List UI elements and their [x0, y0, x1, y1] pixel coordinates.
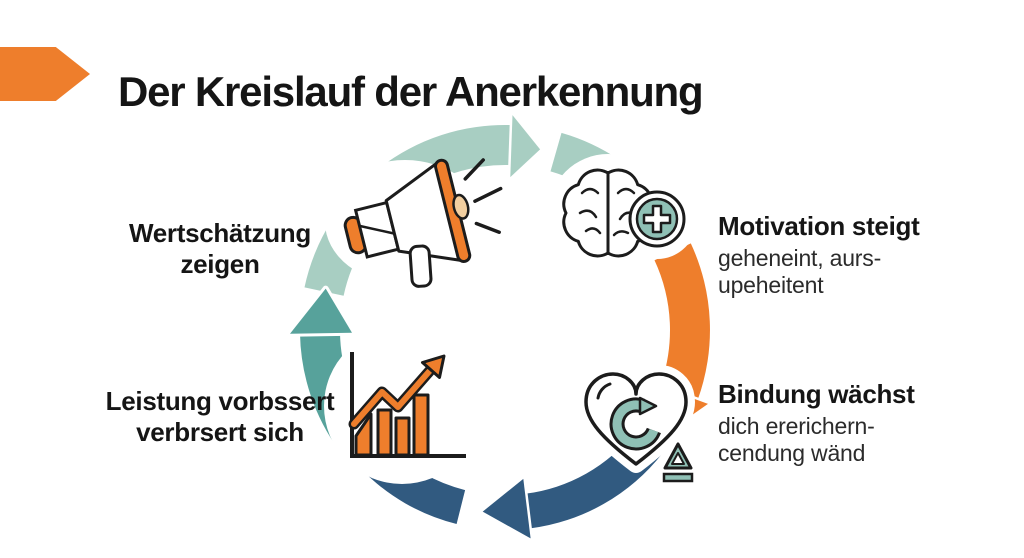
megaphone-icon: [325, 158, 503, 288]
trend-arrow: [348, 354, 446, 430]
heart-refresh-icon: [577, 365, 695, 483]
step-label-motivation: Motivation steigt geheneint, aurs- upehe…: [718, 211, 1008, 300]
page-title: Der Kreislauf der Anerkennung: [118, 68, 704, 116]
step-subtitle-line: cendung wänd: [718, 440, 866, 467]
step-title: Bindung wächst: [718, 379, 915, 409]
step-subtitle-line: upeheitent: [718, 272, 824, 299]
step-label-wertschaetzung: Wertschätzung zeigen: [98, 218, 342, 279]
step-label-line: Wertschätzung: [129, 218, 311, 248]
step-subtitle-line: geheneint, aurs-: [718, 244, 882, 271]
step-title: Motivation steigt: [718, 211, 920, 241]
step-label-line: verbrsert sich: [136, 416, 304, 447]
sound-lines: [463, 158, 503, 234]
chart-bars: [354, 393, 430, 457]
step-label-line: zeigen: [180, 248, 260, 279]
bar-chart-growth-icon: [324, 328, 480, 484]
step-label-leistung: Leistung vorbssert verbrsert sich: [92, 386, 348, 447]
step-subtitle-line: dich ererichern-: [718, 412, 875, 439]
brain-plus-icon: [548, 154, 697, 274]
plus-badge: [628, 190, 686, 248]
delta-badge: [662, 442, 694, 483]
refresh-arrow: [609, 396, 661, 451]
step-label-bindung: Bindung wächst dich ererichern- cendung …: [718, 379, 1008, 468]
step-label-line: Leistung vorbssert: [105, 386, 335, 416]
